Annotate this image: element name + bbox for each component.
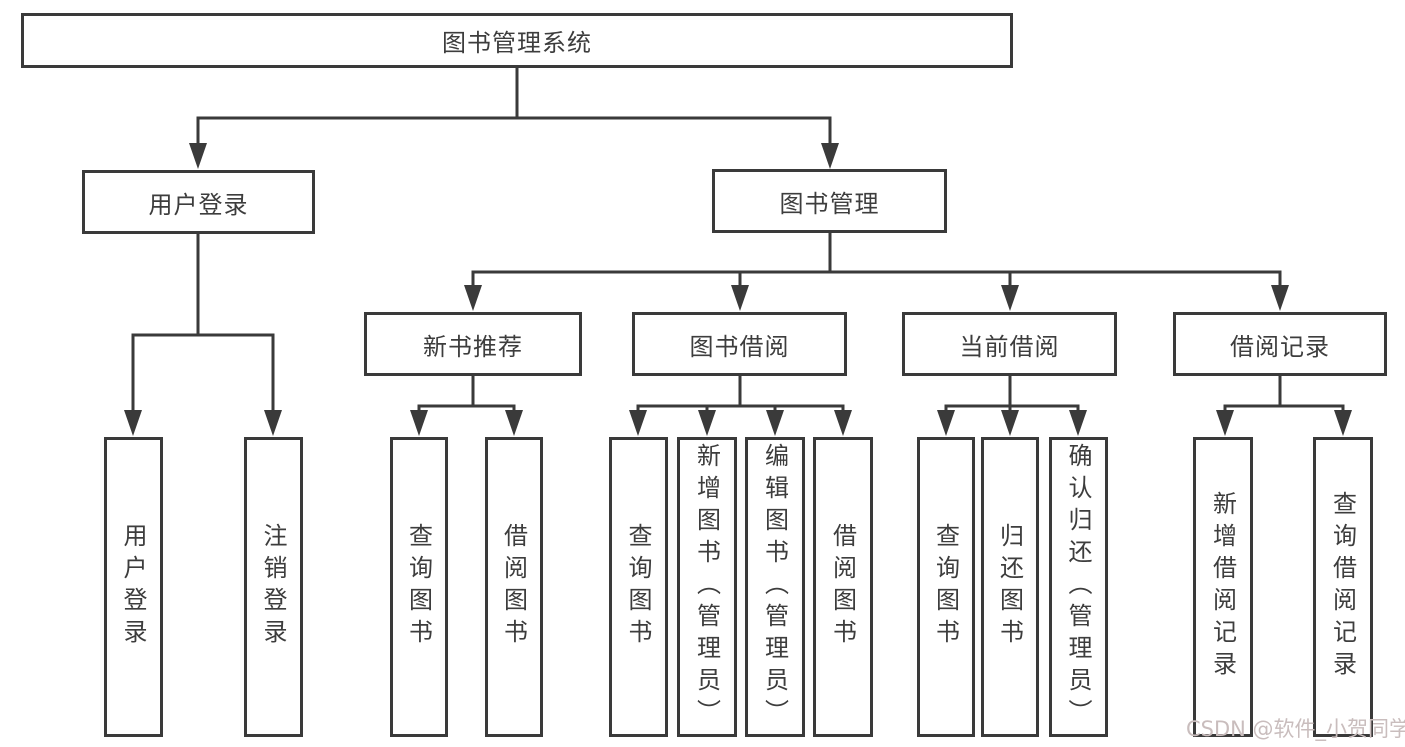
leaf-add-books-admin: 新增图书（管理员） xyxy=(677,437,737,737)
node-label: 用户登录 xyxy=(148,190,249,219)
leaf-edit-books-admin: 编辑图书（管理员） xyxy=(745,437,805,737)
leaf-label: 编辑图书（管理员） xyxy=(760,443,789,731)
leaf-label: 归还图书 xyxy=(995,523,1024,651)
leaf-borrowing-borrow-books: 借阅图书 xyxy=(813,437,873,737)
leaf-label: 新增借阅记录 xyxy=(1208,491,1237,683)
node-label: 图书借阅 xyxy=(689,332,790,361)
leaf-label: 注销登录 xyxy=(259,523,287,651)
node-user-login: 用户登录 xyxy=(82,170,315,234)
leaf-user-login: 用户登录 xyxy=(104,437,163,737)
leaf-borrowing-query-books: 查询图书 xyxy=(609,437,668,737)
node-library-management-system: 图书管理系统 xyxy=(21,13,1013,68)
node-current-borrowing: 当前借阅 xyxy=(902,312,1117,376)
node-label: 图书管理 xyxy=(779,189,880,218)
leaf-label: 用户登录 xyxy=(119,523,147,651)
leaf-label: 确认归还（管理员） xyxy=(1064,443,1092,731)
node-borrowing-records: 借阅记录 xyxy=(1173,312,1387,376)
leaf-label: 查询借阅记录 xyxy=(1328,491,1357,683)
leaf-label: 借阅图书 xyxy=(499,523,528,651)
node-label: 新书推荐 xyxy=(423,332,523,361)
leaf-logout: 注销登录 xyxy=(244,437,303,737)
leaf-confirm-return-admin: 确认归还（管理员） xyxy=(1049,437,1108,737)
node-book-borrowing: 图书借阅 xyxy=(632,312,847,376)
node-label: 当前借阅 xyxy=(959,332,1060,361)
leaf-current-query-books: 查询图书 xyxy=(917,437,975,737)
leaf-add-borrow-record: 新增借阅记录 xyxy=(1193,437,1253,737)
leaf-label: 新增图书（管理员） xyxy=(692,443,721,731)
leaf-label: 查询图书 xyxy=(624,523,652,651)
leaf-recommend-query-books: 查询图书 xyxy=(390,437,448,737)
node-label: 图书管理系统 xyxy=(442,29,592,57)
leaf-label: 借阅图书 xyxy=(828,523,857,651)
leaf-recommend-borrow-books: 借阅图书 xyxy=(485,437,543,737)
leaf-query-borrow-record: 查询借阅记录 xyxy=(1313,437,1373,737)
leaf-label: 查询图书 xyxy=(404,523,433,651)
leaf-return-books: 归还图书 xyxy=(981,437,1039,737)
node-book-management: 图书管理 xyxy=(712,169,947,233)
node-label: 借阅记录 xyxy=(1230,332,1330,361)
node-new-book-recommendation: 新书推荐 xyxy=(364,312,582,376)
leaf-label: 查询图书 xyxy=(931,523,960,651)
